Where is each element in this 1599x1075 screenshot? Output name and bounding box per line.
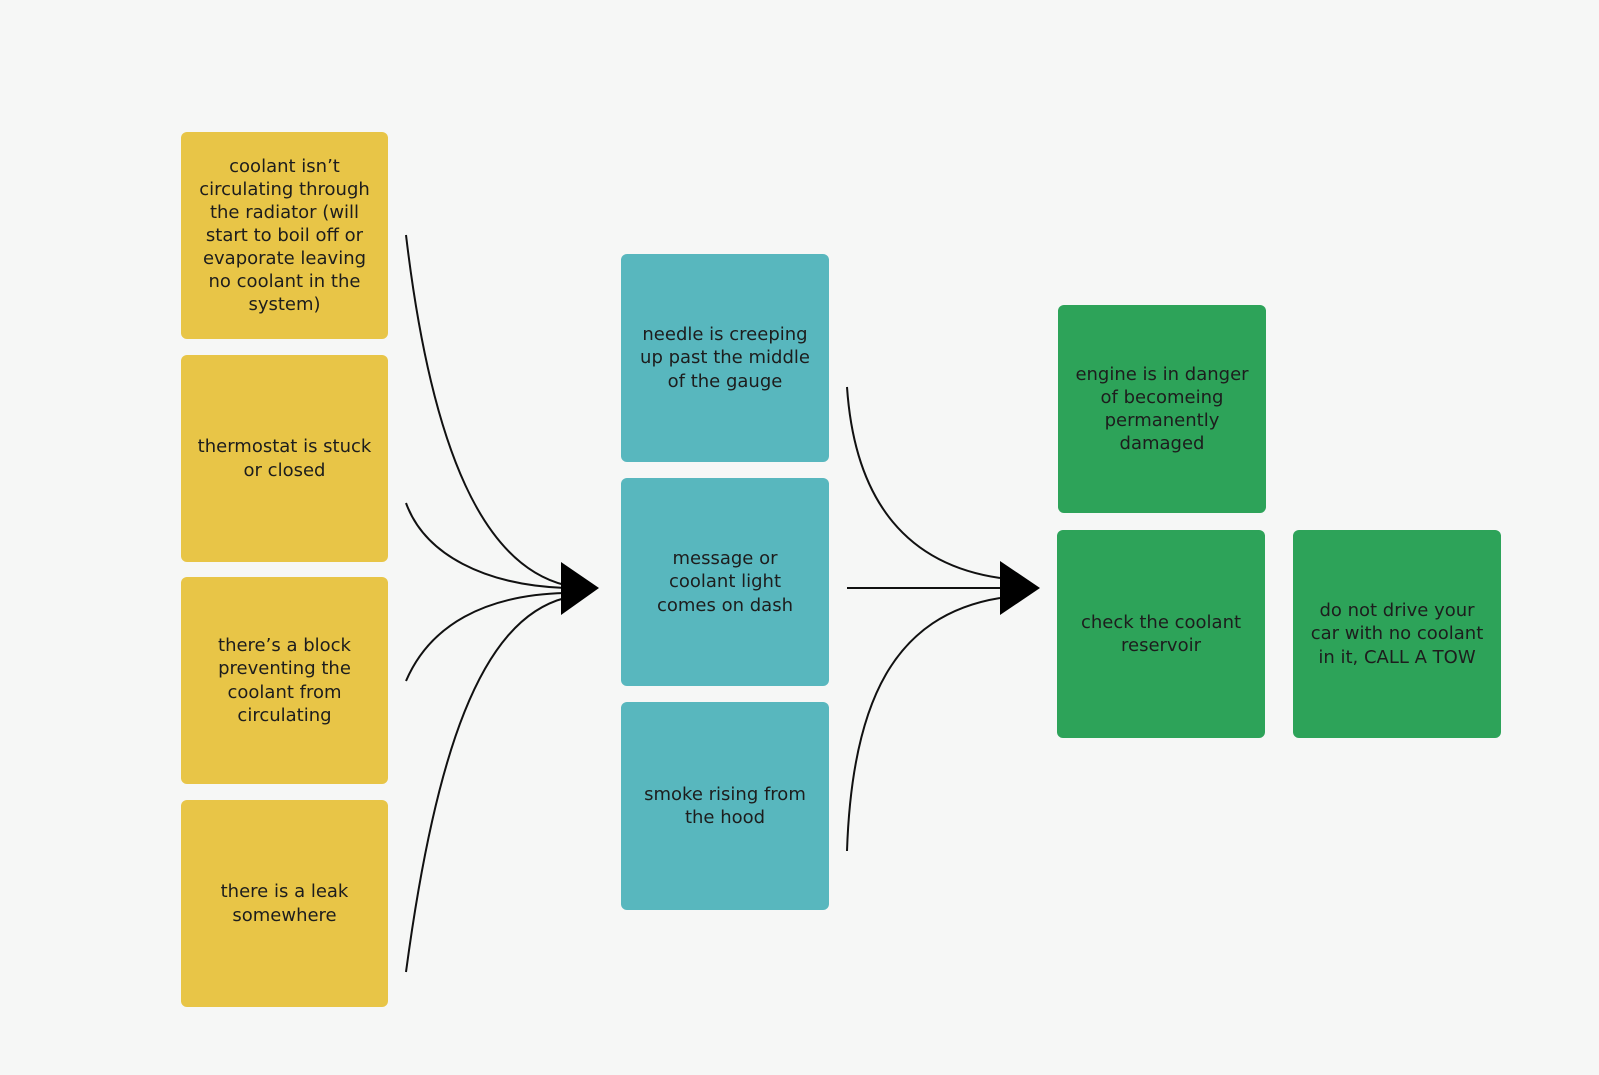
cause-text: thermostat is stuck or closed [197, 436, 372, 481]
connector-symptom-1 [846, 386, 1001, 579]
connector-symptom-3 [846, 597, 1001, 852]
connector-cause-4 [405, 597, 566, 973]
outcome-text: do not drive your car with no coolant in… [1310, 600, 1484, 668]
connector-cause-3 [405, 592, 566, 682]
outcome-note-call-tow: do not drive your car with no coolant in… [1293, 530, 1501, 738]
cause-note-blockage: there’s a block preventing the coolant f… [181, 577, 388, 784]
outcome-text: check the coolant reservoir [1080, 611, 1242, 656]
connector-cause-2 [405, 502, 566, 589]
symptom-note-dash-light: message or coolant light comes on dash [621, 478, 829, 686]
arrowhead-symptoms-icon [1000, 561, 1040, 615]
cause-note-leak: there is a leak somewhere [181, 800, 388, 1007]
arrowhead-causes-icon [561, 562, 599, 615]
symptom-text: smoke rising from the hood [644, 783, 806, 828]
outcome-note-engine-damage: engine is in danger of becomeing permane… [1058, 305, 1266, 513]
symptom-note-smoke: smoke rising from the hood [621, 702, 829, 910]
cause-text: there is a leak somewhere [220, 881, 349, 926]
symptom-text: message or coolant light comes on dash [656, 548, 793, 616]
outcome-note-check-reservoir: check the coolant reservoir [1057, 530, 1265, 738]
cause-text: there’s a block preventing the coolant f… [218, 635, 351, 726]
outcome-text: engine is in danger of becomeing permane… [1075, 363, 1249, 455]
cause-note-thermostat: thermostat is stuck or closed [181, 355, 388, 562]
connector-cause-1 [405, 234, 566, 586]
symptom-note-gauge: needle is creeping up past the middle of… [621, 254, 829, 462]
cause-text: coolant isn’t circulating through the ra… [199, 155, 370, 316]
cause-note-coolant-not-circulating: coolant isn’t circulating through the ra… [181, 132, 388, 339]
symptom-text: needle is creeping up past the middle of… [640, 324, 810, 392]
